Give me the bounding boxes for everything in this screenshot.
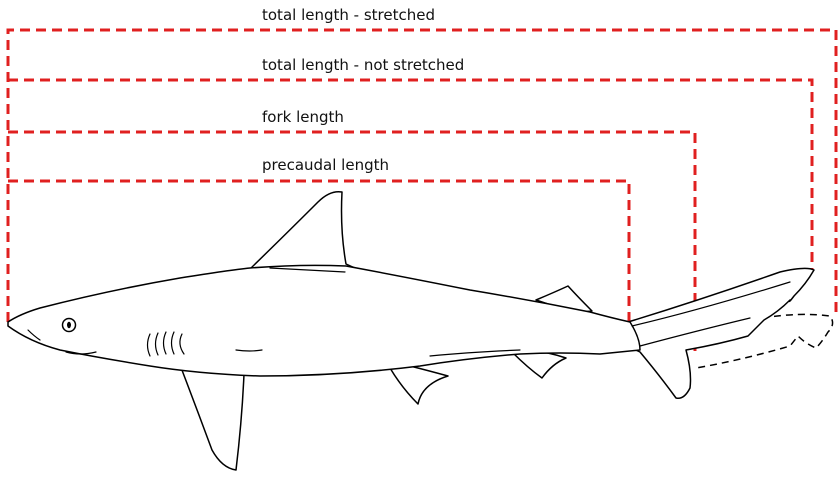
- shark-side-view-icon: [8, 192, 833, 470]
- total-length-stretched-label: total length - stretched: [262, 6, 435, 24]
- fork-length-label: fork length: [262, 108, 344, 126]
- caudal-fin: [618, 268, 814, 398]
- pelvic-fin: [390, 366, 448, 404]
- eye: [63, 319, 76, 332]
- total-length-not-stretched-label: total length - not stretched: [262, 56, 464, 74]
- precaudal-length-label: precaudal length: [262, 156, 389, 174]
- first-dorsal-fin: [250, 192, 375, 274]
- total-length-not-stretched-line: [8, 80, 812, 270]
